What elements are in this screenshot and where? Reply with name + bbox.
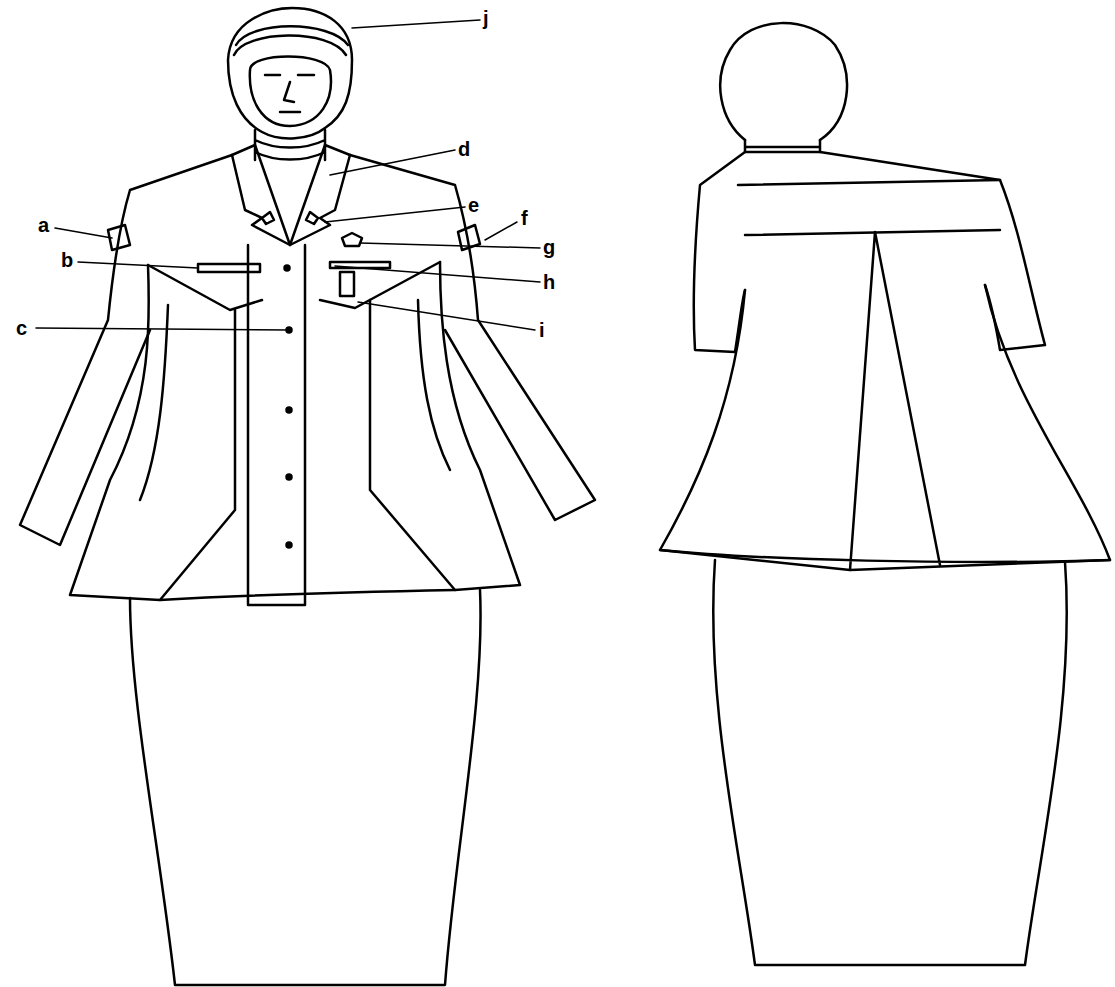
right-front-panel	[370, 262, 520, 590]
callout-letter: g	[543, 237, 555, 257]
skirt	[130, 590, 481, 985]
back-pleat	[660, 232, 1110, 570]
lapels	[232, 155, 350, 245]
leader-lines	[36, 20, 540, 330]
button	[287, 543, 292, 548]
hijab-neck	[255, 130, 325, 160]
left-front-panel	[70, 265, 235, 600]
button	[287, 475, 292, 480]
nose	[284, 82, 294, 102]
back-body	[660, 285, 1110, 570]
emblem	[342, 233, 362, 246]
jacket-hem	[160, 590, 455, 600]
callout-letter: j	[483, 8, 489, 28]
callout-letter: e	[468, 195, 479, 215]
collar-badges	[262, 212, 318, 224]
hijab-outline	[228, 8, 352, 138]
right-sleeve	[350, 155, 595, 520]
mouth	[280, 111, 300, 114]
head-back	[720, 23, 847, 140]
eyes	[265, 74, 314, 77]
callout-letter: d	[458, 139, 470, 159]
callout-letter: h	[543, 272, 555, 292]
button	[287, 408, 292, 413]
back-collar	[745, 140, 820, 152]
callout-letter: a	[38, 215, 49, 235]
callout-letter: i	[539, 320, 545, 340]
back-skirt	[713, 560, 1067, 965]
left-sleeve	[20, 155, 232, 545]
back-yoke	[745, 230, 1000, 235]
callout-letter: c	[16, 318, 27, 338]
ribbon-bar	[330, 262, 390, 268]
button-placket	[248, 245, 305, 605]
name-plate	[198, 264, 260, 272]
callout-letter: b	[61, 250, 73, 270]
hijab-band	[234, 35, 346, 55]
side-seams	[140, 300, 450, 500]
collar	[232, 145, 350, 245]
id-badge	[340, 272, 354, 296]
button	[285, 266, 290, 271]
face	[250, 57, 331, 127]
back-shoulder-line	[738, 180, 1000, 185]
callout-letter: f	[521, 208, 528, 228]
hijab-band	[236, 26, 348, 45]
yoke-line	[148, 262, 440, 310]
